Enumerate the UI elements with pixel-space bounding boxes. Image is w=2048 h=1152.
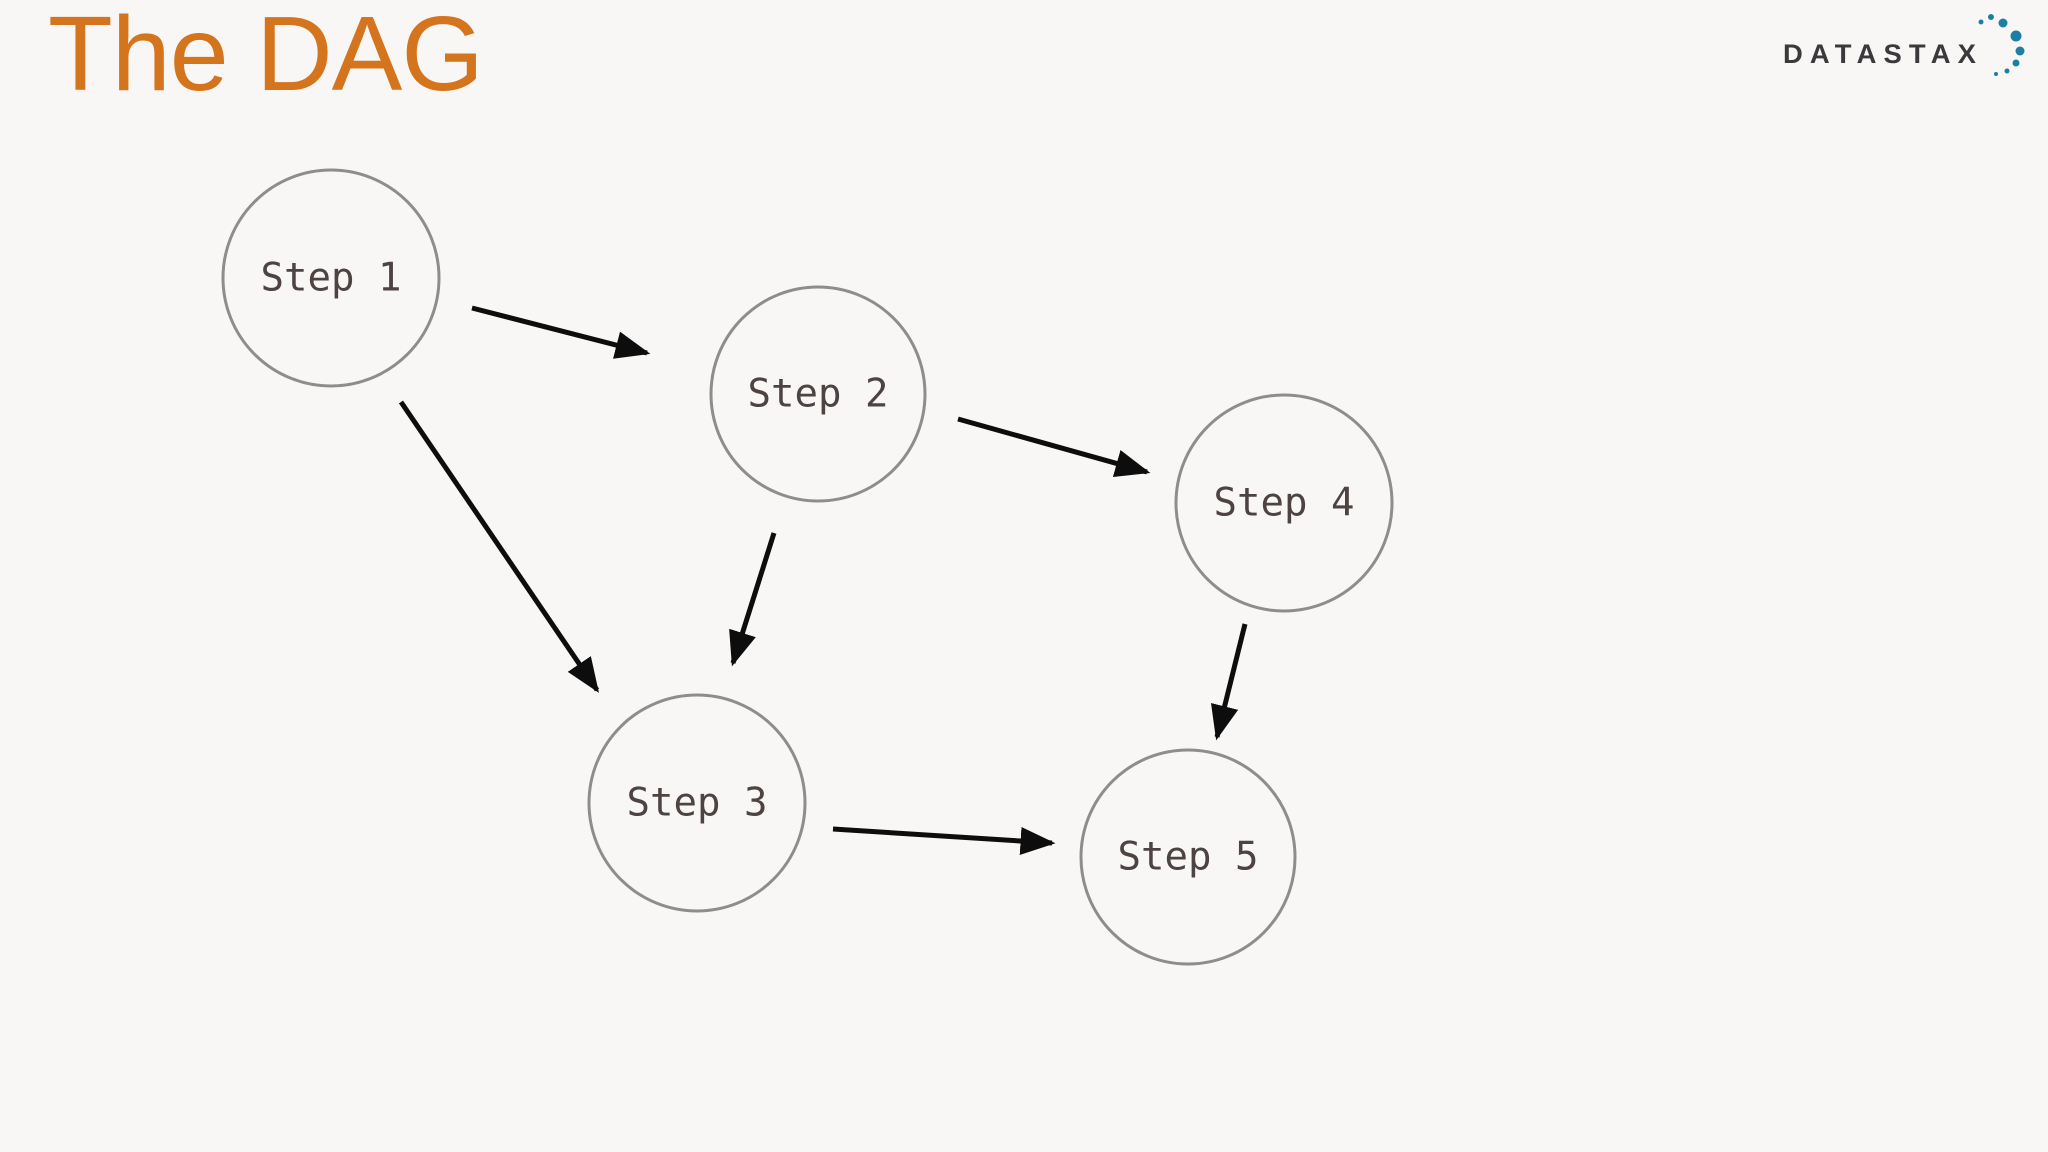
edge-arrow-step2-to-step3 [729,532,777,667]
datastax-logo: DATASTAX [1783,14,2025,76]
node-label-step4: Step 4 [1214,481,1355,526]
logo-dot-0 [1978,19,1984,25]
node-circle-step2 [709,285,927,503]
node-label-step3: Step 3 [627,781,768,826]
node-circle-step1 [221,168,441,388]
logo-dot-1 [1988,14,1994,20]
logo-dot-5 [2012,59,2020,67]
logo-dot-7 [1994,72,1998,76]
node-step4: Step 4 [1174,393,1394,613]
edge-arrow-step4-to-step5 [1210,623,1248,741]
node-label-step1: Step 1 [261,256,402,301]
node-label-step5: Step 5 [1118,835,1259,880]
logo-dot-6 [2004,68,2010,74]
node-step5: Step 5 [1079,748,1297,966]
datastax-logo-text: DATASTAX [1783,39,1983,69]
logo-dot-4 [2015,46,2025,56]
node-label-step2: Step 2 [748,372,889,417]
node-circle-step3 [587,693,807,913]
node-circle-step5 [1079,748,1297,966]
node-step1: Step 1 [221,168,441,388]
dag-edges [398,305,1248,855]
edge-arrow-step1-to-step2 [471,305,651,359]
dag-nodes: Step 1 Step 2 Step 3 Step 4 Step 5 [221,168,1394,966]
node-circle-step4 [1174,393,1394,613]
edge-arrow-step2-to-step4 [957,416,1151,477]
edge-arrow-step3-to-step5 [832,826,1056,855]
logo-dot-3 [2010,30,2022,42]
node-step2: Step 2 [709,285,927,503]
page-title: The DAG [48,0,484,113]
node-step3: Step 3 [587,693,807,913]
datastax-logo-dots-icon [1978,14,2025,76]
edge-arrow-step1-to-step3 [398,400,600,693]
logo-dot-2 [1998,18,2008,28]
